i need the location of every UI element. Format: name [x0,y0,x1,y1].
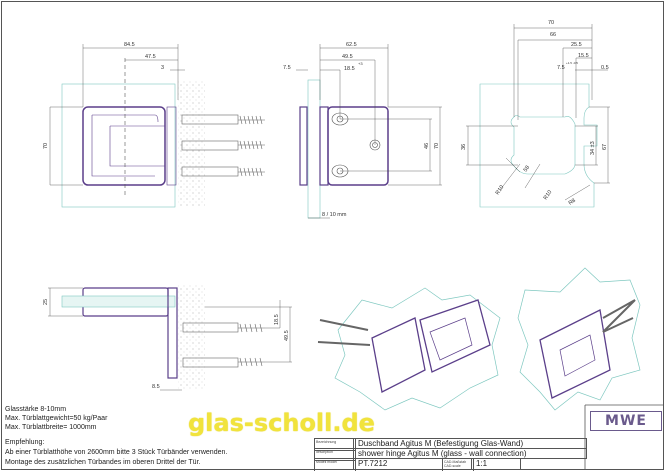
view-side-section: 25 18.5 49.5 8.5 [43,285,292,391]
wall-plate [166,106,177,186]
view-glass-cutout: 70 66 25.5 15.5 7.5 +1.5 -0.5 0.5 36 34 … [461,20,610,208]
note-max-weight: Max. Türblattgewicht=50 kg/Paar [5,415,108,422]
dim-67: 67 [602,144,608,150]
dim-25-5: 25.5 [571,42,582,48]
radius-r8: R8 [568,198,577,207]
screws-iso-b [602,299,636,333]
dim-18-5: 18.5 [344,66,355,72]
isometric-view-right [517,267,641,411]
title-scale: 1:1 [471,458,521,470]
label-description: description [314,448,356,461]
cutout-outline [510,115,576,175]
dim-15-5: 15.5 [578,53,589,59]
dim-49-5: 49.5 [342,54,353,60]
hinge-body [82,106,166,186]
wall-hatch-b [178,285,205,390]
dim-7-5-tol: +1.5 -0.5 [566,61,578,65]
dim-70-c: 70 [548,20,554,26]
wall-cutout-outline-b [517,267,641,411]
glass-side [61,295,176,308]
screws-side [182,322,265,368]
view-top-section: 84.5 47.5 3 70 [43,42,265,208]
dim-49-5-b: 49.5 [284,330,290,341]
wall-plate-side [167,287,178,379]
glass-outline [61,83,176,208]
note-recommendation-2: Montage des zusätzlichen Türbandes im ob… [5,459,201,466]
hinge-inner-iso [559,334,596,377]
wall-hatch [178,80,205,207]
note-glass-thickness: Glasstärke 8-10mm [5,406,67,413]
note-recommendation-title: Empfehlung: [5,439,45,446]
hinge-face [327,106,389,186]
hinge-body-iso [539,309,611,399]
dim-84-5: 84.5 [124,42,135,48]
isometric-view-left [317,287,501,411]
dim-8-5: 8.5 [152,384,160,390]
dim-25: 25 [43,299,49,305]
watermark: glas-scholl.de [188,409,375,437]
title-model: PT.7212 [353,458,443,470]
mwe-logo: MWE [590,411,662,431]
dim-47-5: 47.5 [145,54,156,60]
radius-r10-a: R10 [495,184,506,196]
dim-46: 46 [424,143,430,149]
screws-iso [317,319,371,346]
hinge-inner-u [91,114,165,177]
clamp-plate [319,106,329,186]
dim-7-5: 7.5 [283,65,291,71]
radius-r10-b: R10 [543,189,554,201]
dim-18-5-tol: +3 [358,61,363,66]
hinge-plate-left [371,317,426,393]
dim-0-5: 0.5 [601,65,609,71]
dim-58: 58 [523,165,531,173]
view-front: 62.5 49.5 18.5 +3 7.5 46 70 8 / 10 mm [283,42,442,219]
note-max-width: Max. Türblattbreite= 1000mm [5,424,97,431]
dim-7-5-c: 7.5 [557,65,565,71]
dim-3: 3 [161,65,164,71]
screws [181,114,265,177]
outer-plate [299,106,308,186]
note-recommendation-1: Ab einer Türblatthöhe von 2600mm bitte 3… [5,449,228,456]
dim-62-5: 62.5 [346,42,357,48]
hinge-inner [429,317,473,361]
hinge-body-right [419,299,491,373]
glass-panel [479,83,598,208]
dim-70: 70 [43,143,49,149]
dim-34: 34 ±3 [590,141,596,155]
dim-36: 36 [461,144,467,150]
mounting-holes [331,112,381,178]
glass-edge [307,79,321,219]
dim-18-5-b: 18.5 [274,314,280,325]
wall-cutout-outline [334,287,501,411]
dim-66: 66 [550,32,556,38]
dim-70-b: 70 [434,143,440,149]
dim-glass-thickness: 8 / 10 mm [322,212,347,218]
label-name: Bezeichnung [314,438,356,451]
label-model: Modell model [314,458,356,471]
label-scale: CAD-Maßstab CAD-scale [442,458,474,471]
